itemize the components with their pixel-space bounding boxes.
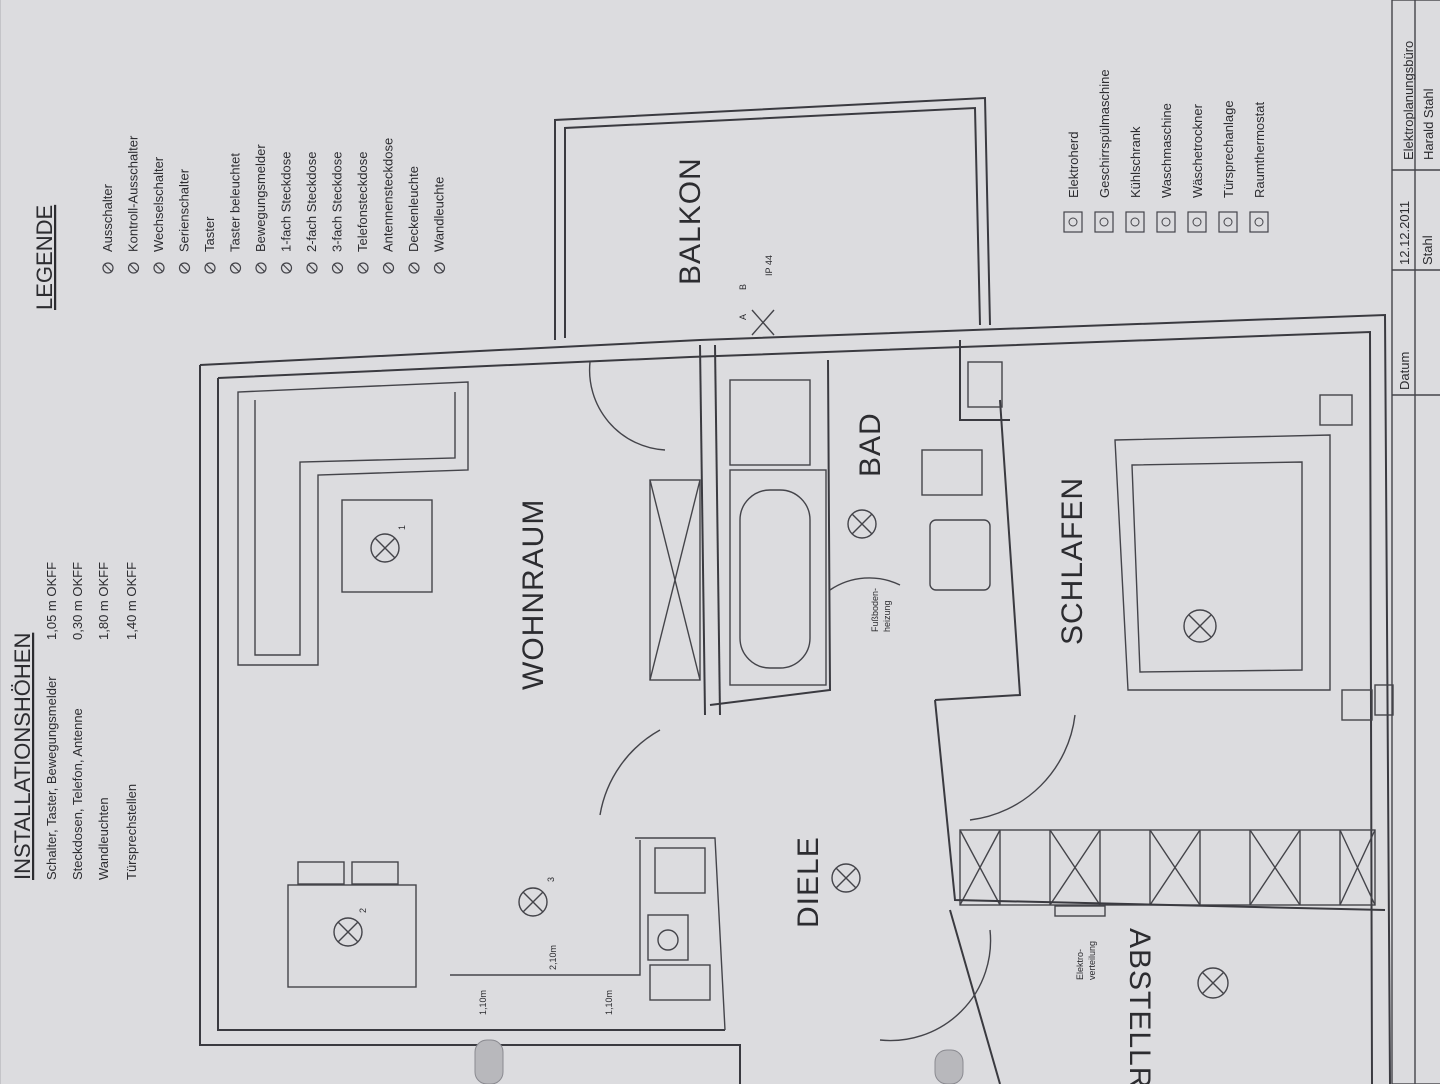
appliance-legend-label: Raumthermostat (1252, 102, 1267, 198)
legend-item-label: Deckenleuchte (406, 166, 421, 252)
height-label: 1,10m (604, 990, 614, 1015)
legend-item-label: 1-fach Steckdose (279, 152, 294, 252)
deckenleuchte-icon (1183, 609, 1217, 643)
appliance-legend-label: Elektroherd (1066, 132, 1081, 198)
room-label-wohnraum: WOHNRAUM (517, 499, 550, 690)
deckenleuchte-icon (333, 917, 363, 947)
switch-label-b: B (738, 284, 748, 290)
legend-item-label: Antennensteckdose (381, 138, 396, 252)
telefonsteckdose-icon (357, 262, 369, 274)
title-block: Datum 12.12.2011 Stahl Elektroplanungsbü… (1391, 0, 1440, 1084)
legend-item-label: Wechselschalter (151, 156, 166, 252)
steckdose-3fach-icon (331, 262, 344, 274)
legend-item-label: Kontroll-Ausschalter (126, 135, 141, 252)
room-label-bad: BAD (854, 412, 887, 477)
kontroll-ausschalter-icon (127, 262, 140, 274)
legend-block: LEGENDE (32, 205, 57, 310)
installation-row-label: Wandleuchten (96, 797, 111, 880)
height-label: 2,10m (548, 945, 558, 970)
legend-item-label: Serienschalter (177, 168, 192, 252)
date-value: 12.12.2011 (1397, 201, 1412, 265)
legend-items: Ausschalter Kontroll-Ausschalter Wechselsc… (100, 135, 447, 274)
legend-item-label: Ausschalter (100, 183, 115, 252)
serienschalter-icon (178, 262, 191, 274)
legend-item-label: Taster (202, 216, 217, 252)
deckenleuchte-icon (1197, 967, 1229, 999)
appliance-legend-label: Türsprechanlage (1221, 100, 1236, 198)
fussboden-line2: heizung (882, 600, 892, 632)
floor-plan (199, 96, 1394, 1084)
legend-item-label: Taster beleuchtet (228, 153, 243, 252)
kuehlschrank-icon (1125, 211, 1145, 233)
taster-icon (204, 262, 216, 274)
appliance-legend-label: Wäschetrockner (1190, 103, 1205, 198)
wandleuchte-icon (433, 262, 446, 274)
room-label-diele: DIELE (792, 836, 825, 928)
appliance-legend-label: Kühlschrank (1128, 126, 1143, 198)
elektro-line2: verteilung (1087, 941, 1097, 980)
installation-heights-title: INSTALLATIONSHÖHEN (10, 633, 35, 880)
tuersprechanlage-icon (1218, 211, 1238, 233)
wechselschalter-icon (153, 262, 165, 274)
date-label: Datum (1397, 352, 1412, 390)
binder-ring-icon (474, 1039, 504, 1084)
legend-item-label: Telefonsteckdose (355, 152, 370, 252)
bewegungsmelder-icon (255, 262, 267, 274)
light-index: 2 (358, 908, 368, 913)
legend-item-label: Bewegungsmelder (253, 144, 268, 252)
raumthermostat-icon (1249, 211, 1269, 233)
legend-item-label: 3-fach Steckdose (330, 152, 345, 252)
geschirrspuelmaschine-icon (1094, 211, 1114, 233)
fussboden-line1: Fußboden- (870, 588, 880, 632)
room-label-abstell: ABSTELLR. (1123, 928, 1156, 1084)
room-label-schlafen: SCHLAFEN (1056, 477, 1089, 645)
elektro-line1: Elektro- (1075, 949, 1085, 980)
waeschetrockner-icon (1187, 211, 1207, 233)
deckenleuchte-icon (847, 509, 877, 539)
installation-row-label: Türsprechstellen (124, 784, 139, 880)
steckdose-1fach-icon (280, 262, 293, 274)
steckdose-2fach-icon (306, 262, 318, 274)
installation-row-label: Schalter, Taster, Bewegungsmelder (44, 676, 59, 880)
installation-row-label: Steckdosen, Telefon, Antenne (70, 708, 85, 880)
height-label: 1,10m (478, 990, 488, 1015)
light-index: 3 (546, 877, 556, 882)
installation-row-value: 1,05 m OKFF (44, 562, 59, 640)
legend-item-label: Wandleuchte (432, 177, 447, 252)
installation-heights-block: INSTALLATIONSHÖHEN Schalter, Taster, Bew… (10, 562, 139, 880)
appliance-legend-label: Geschirrspülmaschine (1097, 69, 1112, 198)
legend-item-label: 2-fach Steckdose (304, 152, 319, 252)
ip-rating: IP 44 (764, 255, 774, 276)
installation-row-value: 1,40 m OKFF (124, 562, 139, 640)
room-label-balkon: BALKON (674, 157, 707, 285)
person-name: Harald Stahl (1421, 88, 1436, 160)
light-index: 1 (397, 525, 407, 530)
binder-ring-icon (934, 1049, 964, 1084)
elektroherd-icon (1063, 211, 1083, 233)
ausschalter-icon (102, 262, 114, 274)
company-name: Elektroplanungsbüro (1401, 41, 1416, 160)
installation-row-value: 1,80 m OKFF (96, 562, 111, 640)
switch-label-a: A (738, 314, 748, 320)
waschmaschine-icon (1156, 211, 1176, 233)
deckenleuchte-icon (408, 262, 420, 274)
wandleuchte-icon (751, 309, 775, 336)
appliance-legend-label: Waschmaschine (1159, 103, 1174, 198)
installation-row-value: 0,30 m OKFF (70, 562, 85, 640)
deckenleuchte-icon (831, 863, 861, 893)
taster-beleuchtet-icon (229, 262, 242, 274)
appliance-legend: Elektroherd Geschirrspülmaschine Kühlschra… (1063, 69, 1269, 233)
legend-title: LEGENDE (32, 205, 57, 310)
deckenleuchte-icon (518, 887, 548, 917)
antennensteckdose-icon (382, 262, 395, 274)
author-short: Stahl (1420, 235, 1435, 265)
deckenleuchte-icon (370, 533, 400, 563)
